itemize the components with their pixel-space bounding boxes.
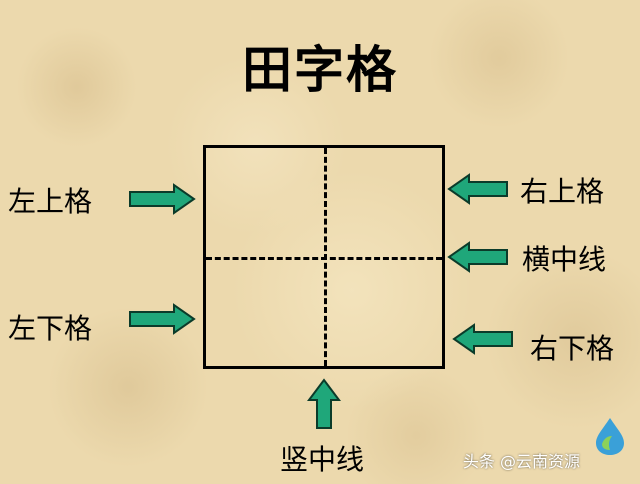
arrow-right-icon [129, 183, 196, 215]
droplet-logo-icon [596, 418, 624, 455]
arrow-left-icon [447, 241, 508, 273]
arrow-left-icon [447, 173, 508, 205]
label-top-right: 右上格 [520, 175, 605, 208]
arrow-up-icon [307, 378, 341, 429]
tian-grid [203, 145, 445, 369]
label-bottom-left: 左下格 [8, 312, 93, 345]
arrow-right-icon [129, 303, 196, 335]
page-title: 田字格 [242, 41, 398, 99]
label-top-left: 左上格 [8, 185, 93, 218]
watermark-text: 头条 @云南资源 [462, 452, 580, 471]
label-horizontal-middle: 横中线 [522, 243, 607, 276]
horizontal-middle-line [206, 257, 442, 260]
label-bottom-right: 右下格 [530, 332, 615, 365]
arrow-left-icon [452, 323, 513, 355]
label-vertical-middle: 竖中线 [280, 443, 365, 476]
